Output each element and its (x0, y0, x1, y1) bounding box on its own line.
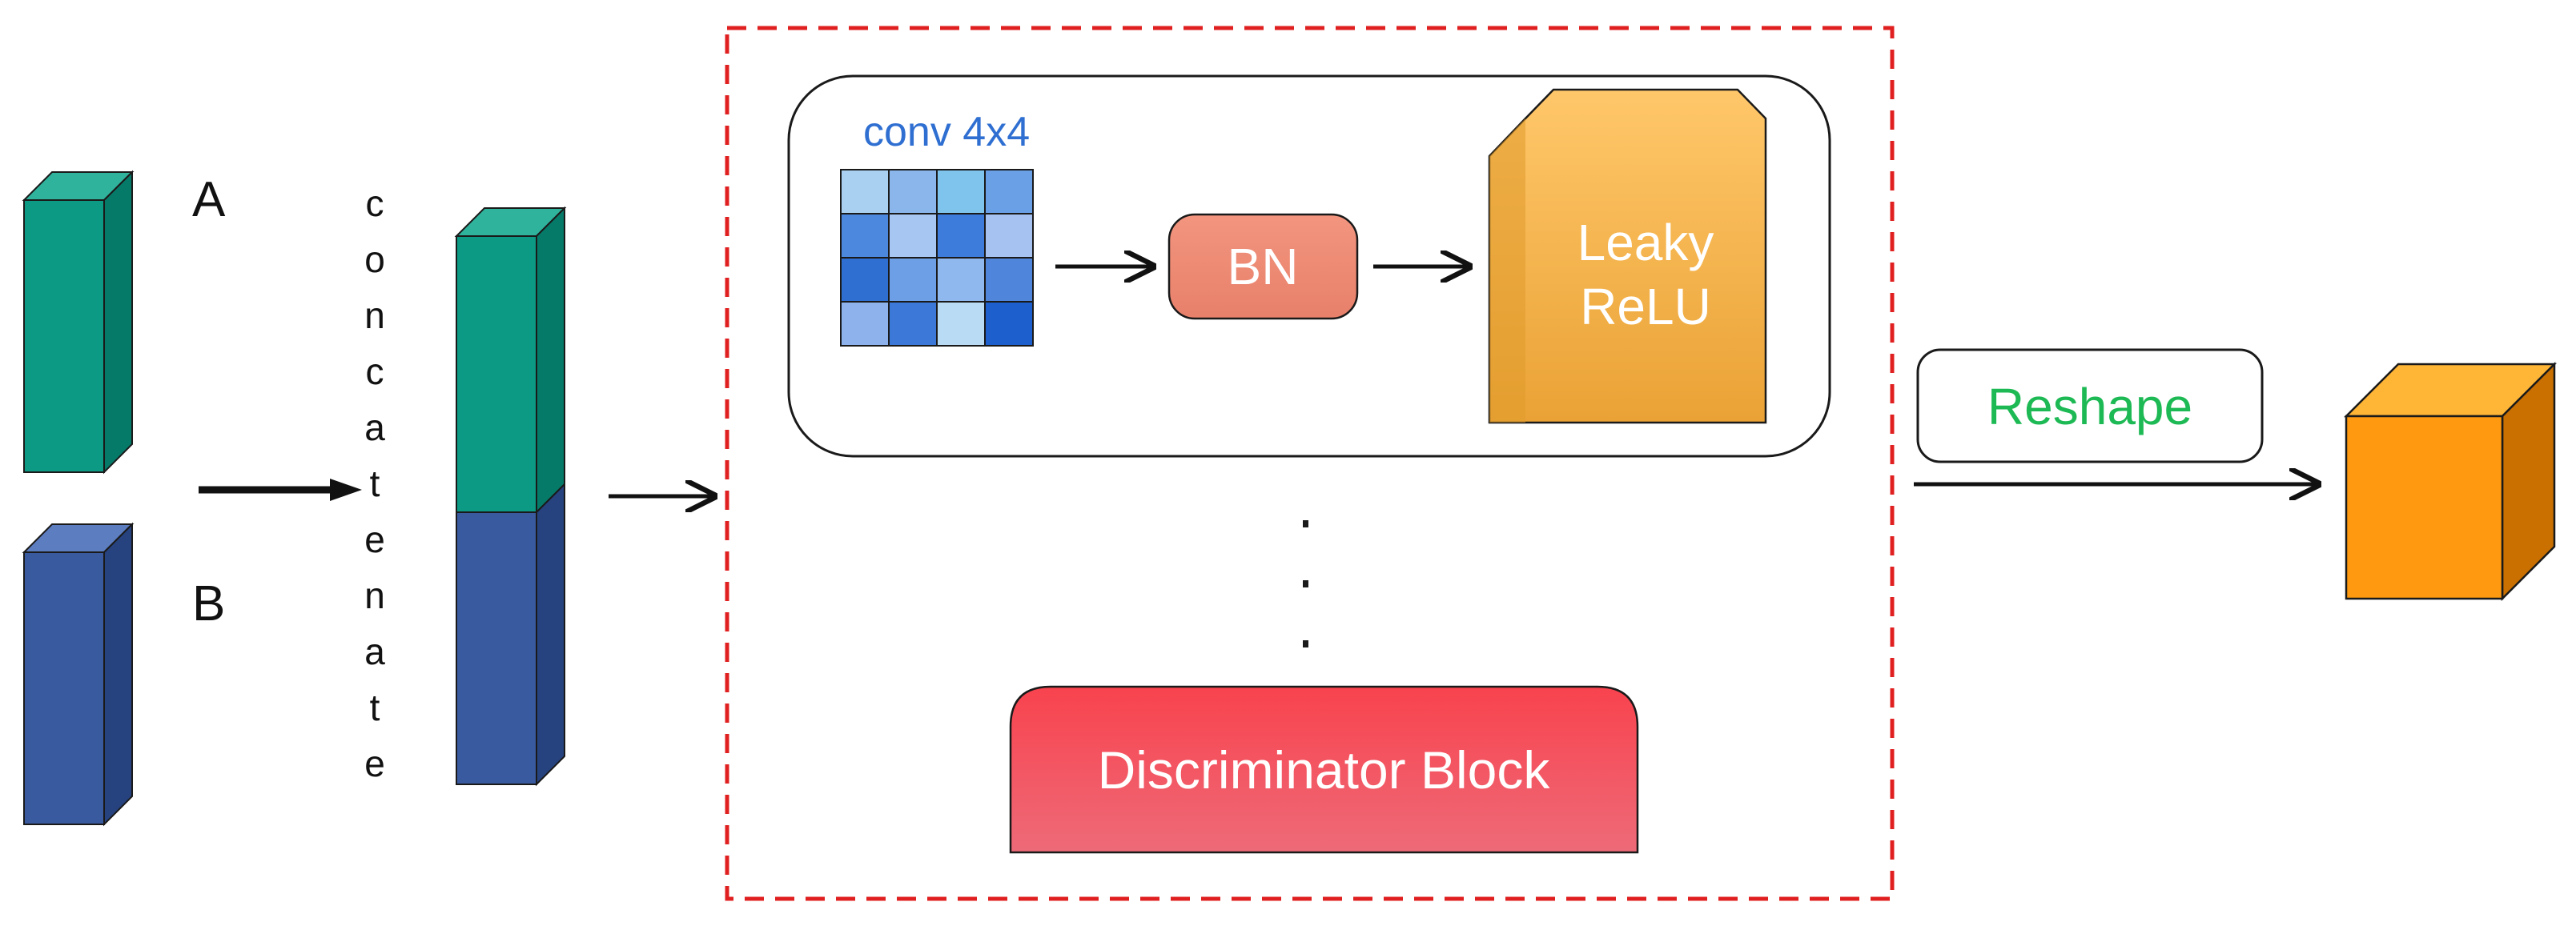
reshape-box (1916, 348, 2264, 463)
concat-letter: a (364, 407, 385, 448)
discriminator-block-box (1009, 685, 1639, 854)
concatenate-label: c o n c a t e n a t e (364, 182, 385, 784)
conv-label: conv 4x4 (863, 109, 1030, 155)
bn-box (1167, 213, 1359, 320)
leaky-relu-side-shade (1489, 118, 1525, 423)
input-a-label: A (192, 172, 226, 227)
input-b-label: B (192, 576, 225, 631)
concat-letter: t (370, 687, 380, 728)
concat-letter: c (366, 351, 384, 392)
concat-letter: e (364, 743, 385, 784)
bn-label: BN (1228, 238, 1299, 295)
output-cube (2343, 361, 2558, 602)
discriminator-dashed-frame (725, 26, 1895, 901)
concat-letter: a (364, 631, 385, 672)
input-a-prism (22, 170, 135, 475)
leaky-relu-label-line1: Leaky (1577, 214, 1714, 271)
concat-letter: o (364, 239, 385, 280)
discriminator-block-label: Discriminator Block (1098, 740, 1551, 800)
concatenated-prism (454, 206, 567, 787)
concat-letter: e (364, 519, 385, 560)
concat-letter: n (364, 575, 385, 616)
leaky-relu-label-line2: ReLU (1580, 278, 1711, 335)
repeat-dots (1303, 520, 1308, 647)
conv-kernel-grid (840, 169, 1034, 347)
reshape-label: Reshape (1987, 378, 2192, 435)
concat-letter: t (370, 463, 380, 504)
concat-letter: c (366, 182, 384, 224)
concat-letter: n (364, 295, 385, 336)
input-b-prism (22, 522, 135, 827)
concat-arrow (199, 479, 362, 501)
